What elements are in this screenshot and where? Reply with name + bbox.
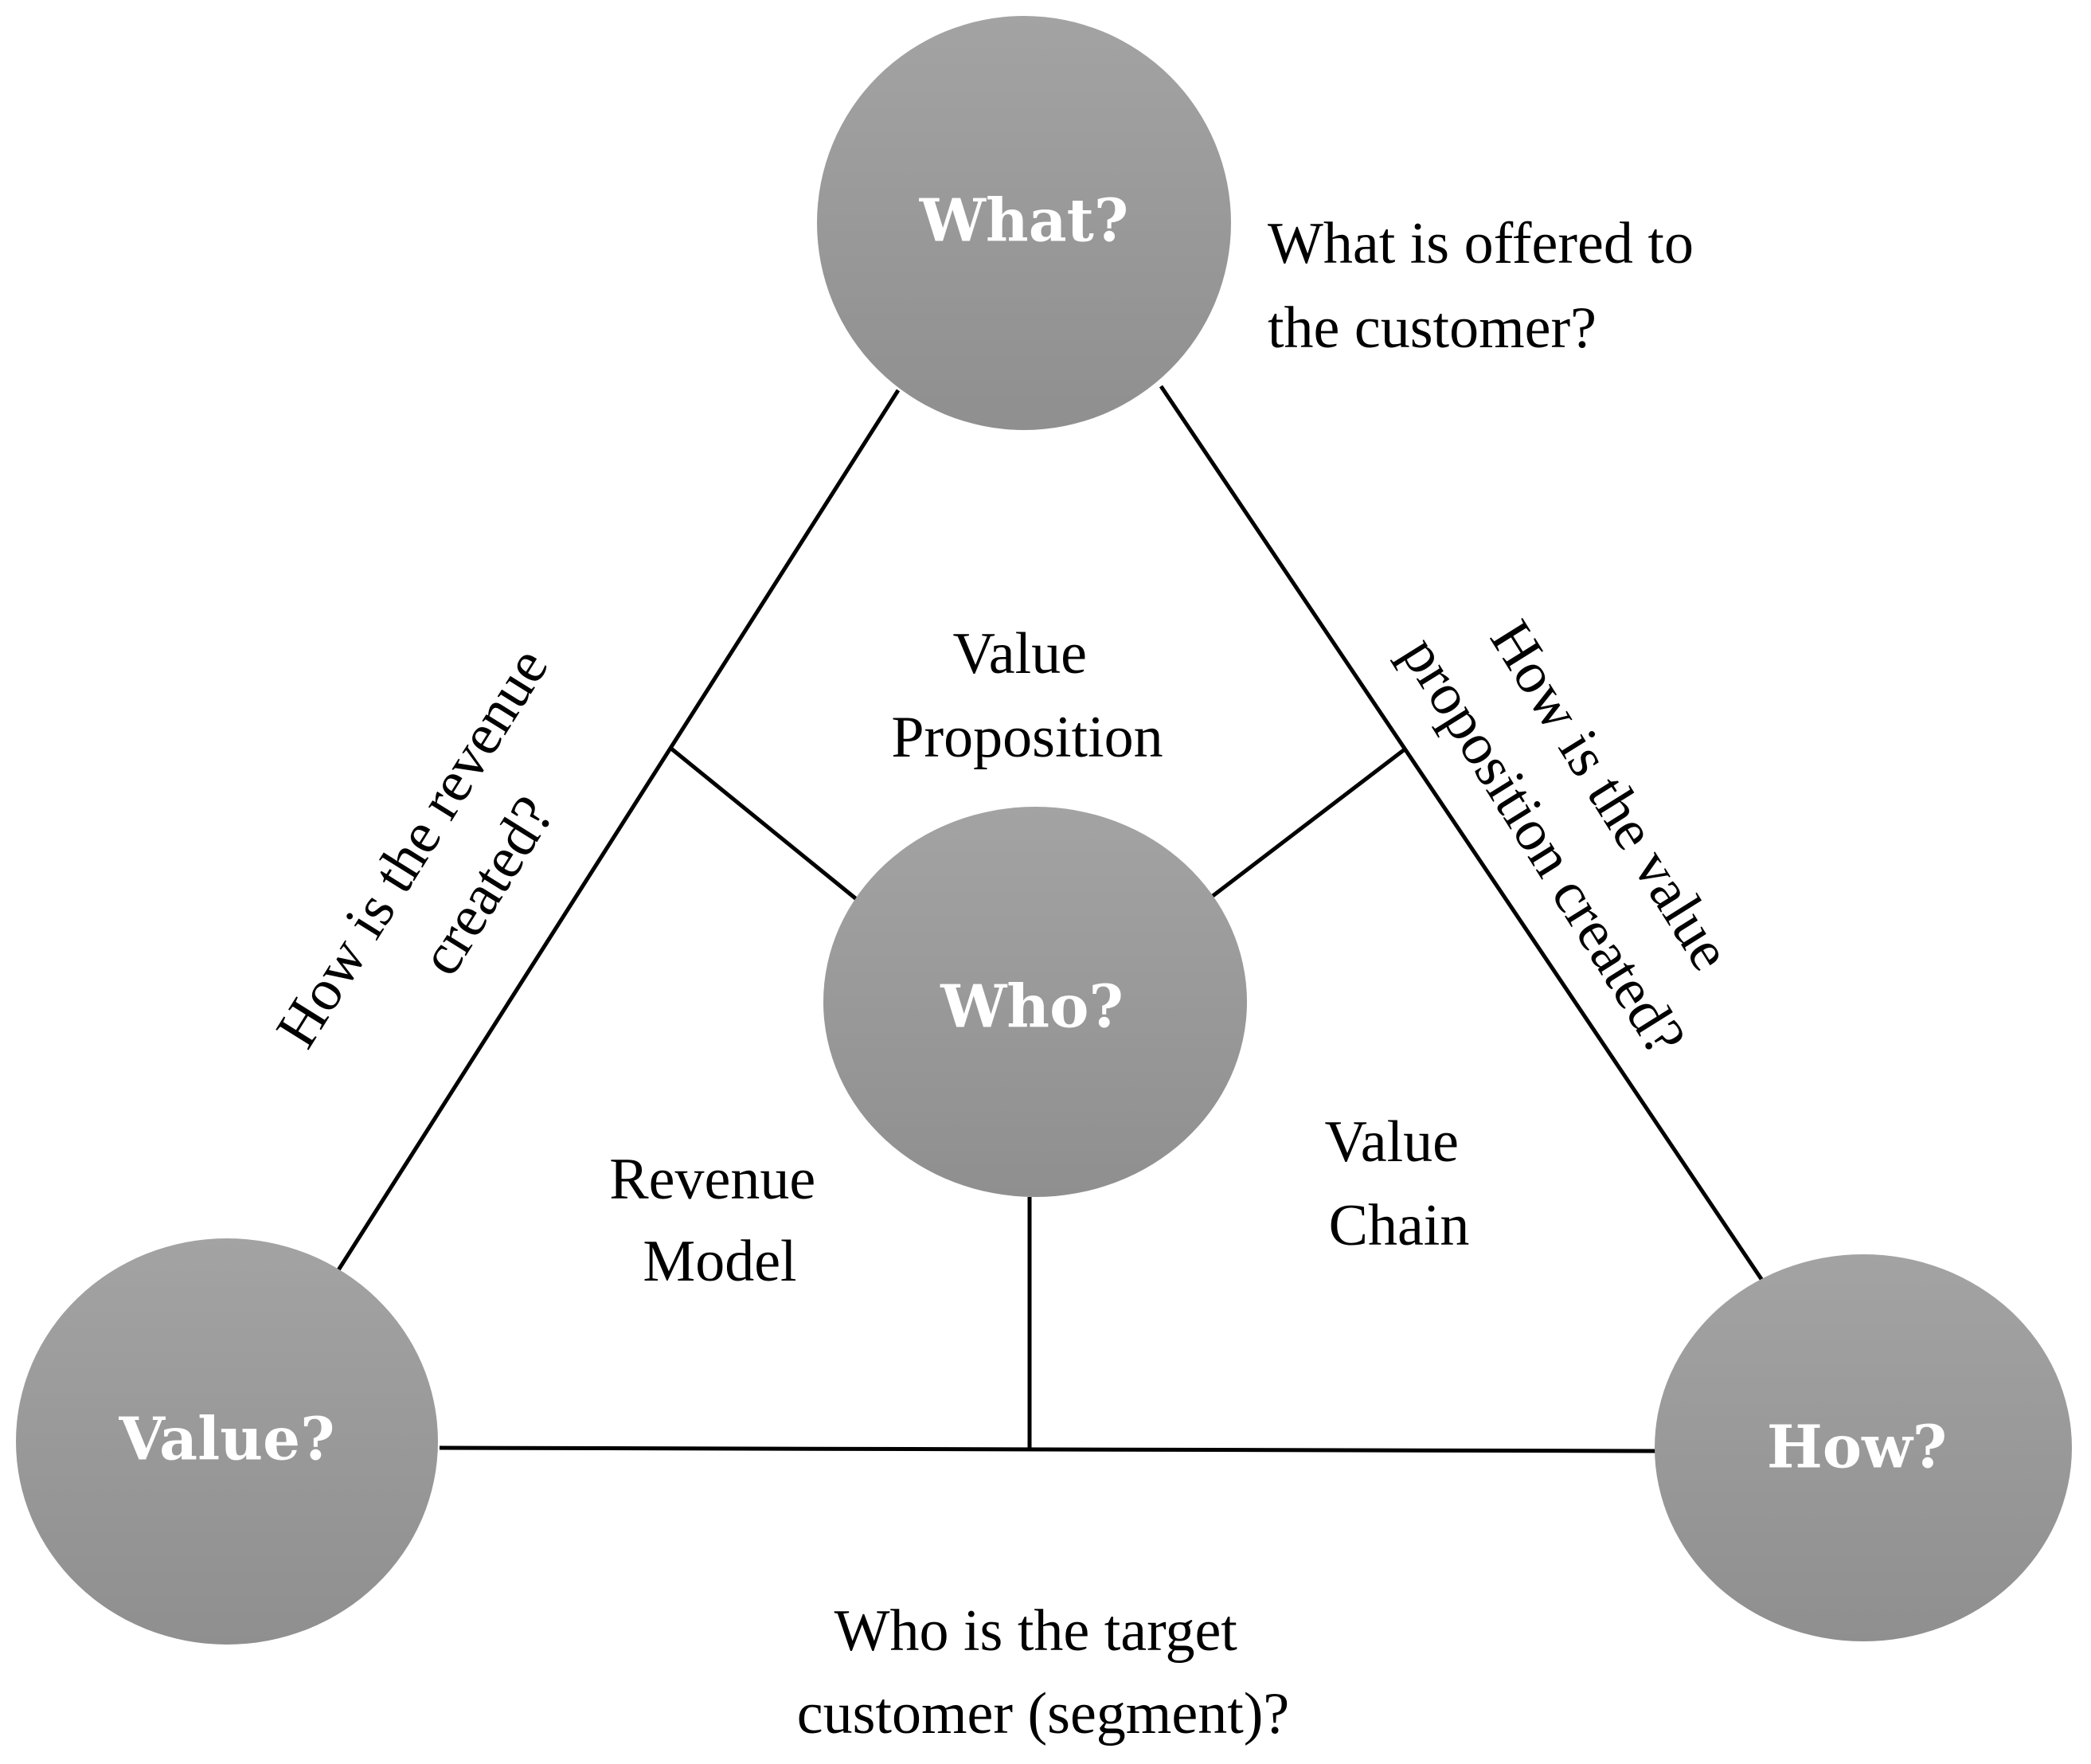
node-how-circle (1655, 1254, 2072, 1641)
region-revenue-model-line-2: Model (643, 1229, 796, 1294)
node-how: How? (1655, 1254, 2072, 1641)
question-what-line-1: What is offered to (1268, 211, 1694, 276)
node-who-label: Who? (940, 973, 1124, 1042)
question-who-line-1: Who is the target (834, 1598, 1238, 1664)
region-value-proposition-label: Value Proposition (891, 621, 1163, 770)
question-who: Who is the target customer (segment)? (797, 1598, 1290, 1746)
edge-what-value (333, 389, 901, 1277)
region-revenue-model-label: Revenue Model (609, 1147, 830, 1294)
node-value-circle (16, 1238, 438, 1645)
edge-what-how (1159, 385, 1767, 1285)
question-what: What is offered to the customer? (1268, 211, 1708, 361)
node-what-circle (817, 16, 1231, 430)
region-revenue-model-line-1: Revenue (609, 1147, 815, 1212)
edge-value-how (439, 1445, 1657, 1453)
region-value-chain-line-2: Chain (1329, 1193, 1470, 1258)
region-value-proposition-line-1: Value (953, 621, 1088, 686)
node-what-label: What? (919, 187, 1128, 256)
spoke-to-left-edge (670, 747, 860, 902)
question-who-line-2: customer (segment)? (797, 1681, 1290, 1746)
node-how-label: How? (1767, 1414, 1947, 1482)
node-value: Value? (16, 1238, 438, 1645)
spoke-to-right-edge (1211, 748, 1406, 898)
question-what-line-2: the customer? (1268, 295, 1597, 361)
node-what: What? (817, 16, 1231, 430)
region-value-chain-label: Value Chain (1325, 1109, 1474, 1258)
question-how: How is the value proposition created? (1389, 581, 1769, 1067)
region-value-proposition-line-2: Proposition (891, 705, 1163, 770)
question-value: How is the revenue created? (264, 624, 639, 1103)
node-value-label: Value? (119, 1406, 335, 1474)
node-who: Who? (823, 807, 1247, 1197)
region-value-chain-line-1: Value (1325, 1109, 1460, 1175)
node-who-circle (823, 807, 1247, 1197)
